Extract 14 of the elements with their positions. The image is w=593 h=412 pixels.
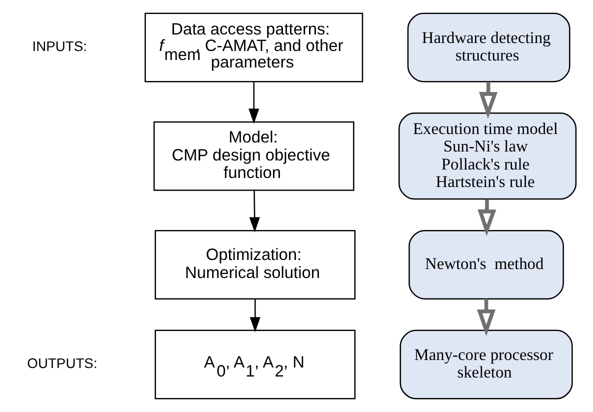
arrow — [476, 298, 496, 336]
node-box: Many-core processor skeleton — [400, 330, 573, 400]
node-box: Model: CMP design objective function — [153, 121, 354, 191]
arrow — [249, 190, 260, 232]
arrow — [248, 82, 260, 124]
node-box: Hardware detecting structures — [407, 12, 570, 82]
label: OUTPUTS: — [27, 355, 98, 372]
arrow — [250, 298, 260, 332]
label: INPUTS: — [32, 38, 87, 54]
node-box: Newton's method — [408, 230, 564, 300]
arrow — [478, 199, 496, 236]
node-box: Execution time model Sun-Ni's law Pollack's rule Hartstein's rule — [398, 112, 577, 200]
node-box: Optimization: Numerical solution — [154, 230, 356, 300]
arrow — [478, 82, 498, 119]
